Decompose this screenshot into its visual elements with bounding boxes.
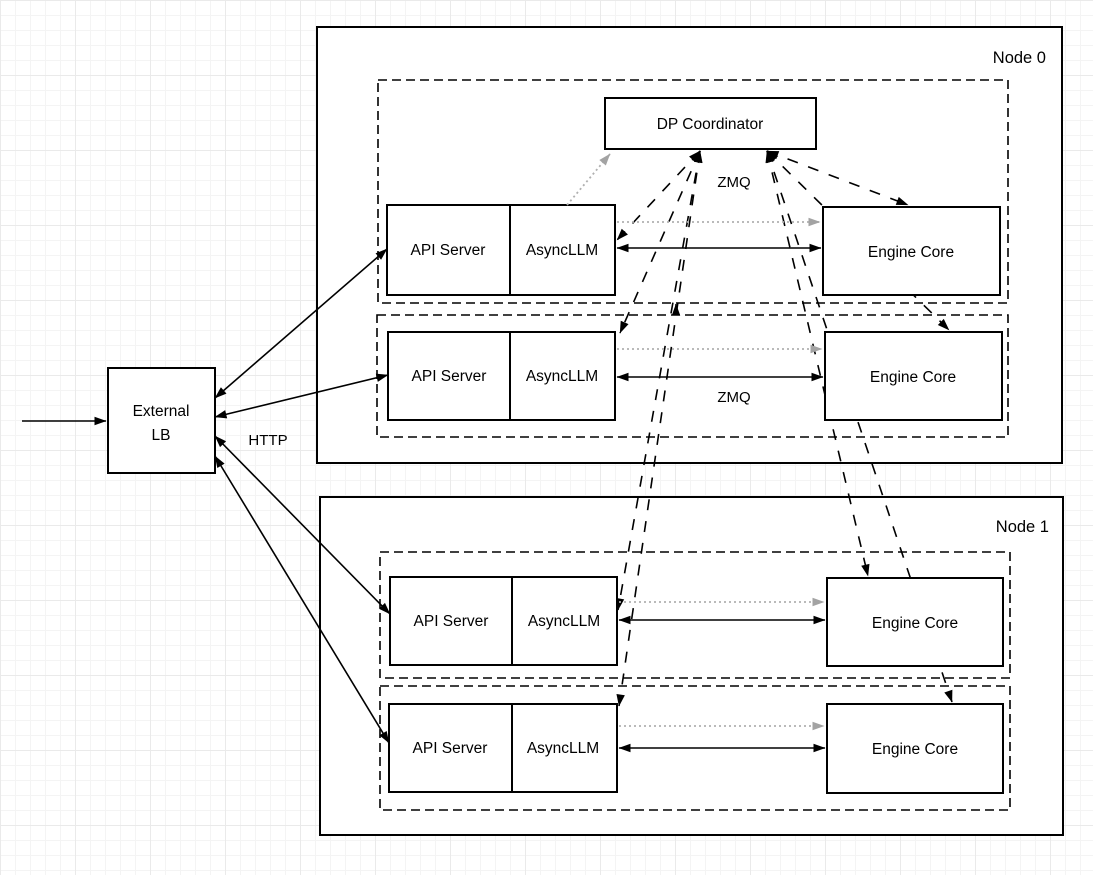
engine-core-label-n0r2: Engine Core	[870, 369, 956, 386]
engine-core-box-n0r1	[822, 206, 1001, 296]
api-async-n0r1: API Server AsyncLLM	[386, 204, 616, 296]
dp-coordinator: DP Coordinator	[604, 97, 817, 150]
api-async-box-n1r2	[388, 703, 618, 793]
asyncllm-label-n0r1: AsyncLLM	[526, 242, 598, 259]
engine-core-n1r1: Engine Core	[826, 577, 1004, 667]
engine-core-box-n1r2	[826, 703, 1004, 794]
zmq-label-row2: ZMQ	[717, 389, 750, 406]
api-server-label-n1r1: API Server	[414, 613, 489, 630]
api-server-label-n0r1: API Server	[411, 242, 486, 259]
engine-core-label-n1r1: Engine Core	[872, 615, 958, 632]
node1-row2-group-box	[379, 685, 1011, 811]
engine-core-n0r1: Engine Core	[822, 206, 1001, 296]
engine-core-label-n0r1: Engine Core	[868, 244, 954, 261]
external-lb-label-line2: LB	[152, 427, 171, 444]
asyncllm-label-n1r1: AsyncLLM	[528, 613, 600, 630]
dp-coordinator-label: DP Coordinator	[657, 116, 764, 133]
asyncllm-label-n1r2: AsyncLLM	[527, 740, 599, 757]
engine-core-label-n1r2: Engine Core	[872, 741, 958, 758]
external-lb: External LB	[107, 367, 216, 474]
api-server-label-n0r2: API Server	[412, 368, 487, 385]
node0-label: Node 0	[993, 49, 1046, 67]
node0-row1-group-box	[377, 79, 1009, 304]
http-arrow-lb-api-n0r1	[214, 248, 388, 399]
external-lb-label-line1: External	[133, 403, 190, 420]
asyncllm-label-n0r2: AsyncLLM	[526, 368, 598, 385]
http-arrow-lb-api-n0r2	[214, 373, 389, 419]
engine-core-n1r2: Engine Core	[826, 703, 1004, 794]
http-arrow-lb-api-n1r2	[214, 455, 390, 744]
engine-core-box-n1r1	[826, 577, 1004, 667]
zmq-label-coordinator: ZMQ	[717, 174, 750, 191]
external-lb-box	[107, 367, 216, 474]
api-async-n1r2: API Server AsyncLLM	[388, 703, 618, 793]
http-label: HTTP	[248, 432, 287, 449]
api-async-n0r2: API Server AsyncLLM	[387, 331, 616, 421]
dp-coordinator-box	[604, 97, 817, 150]
node1-label: Node 1	[996, 518, 1049, 536]
api-async-box-n1r1	[389, 576, 618, 666]
api-async-box-n0r2	[387, 331, 616, 421]
engine-core-n0r2: Engine Core	[824, 331, 1003, 421]
dashed-arrow-dp-asyncllm-n1r2	[616, 150, 703, 707]
engine-core-box-n0r2	[824, 331, 1003, 421]
dotted-arrow-async-dp-coordinator	[566, 153, 611, 206]
api-server-label-n1r2: API Server	[413, 740, 488, 757]
api-async-n1r1: API Server AsyncLLM	[389, 576, 618, 666]
